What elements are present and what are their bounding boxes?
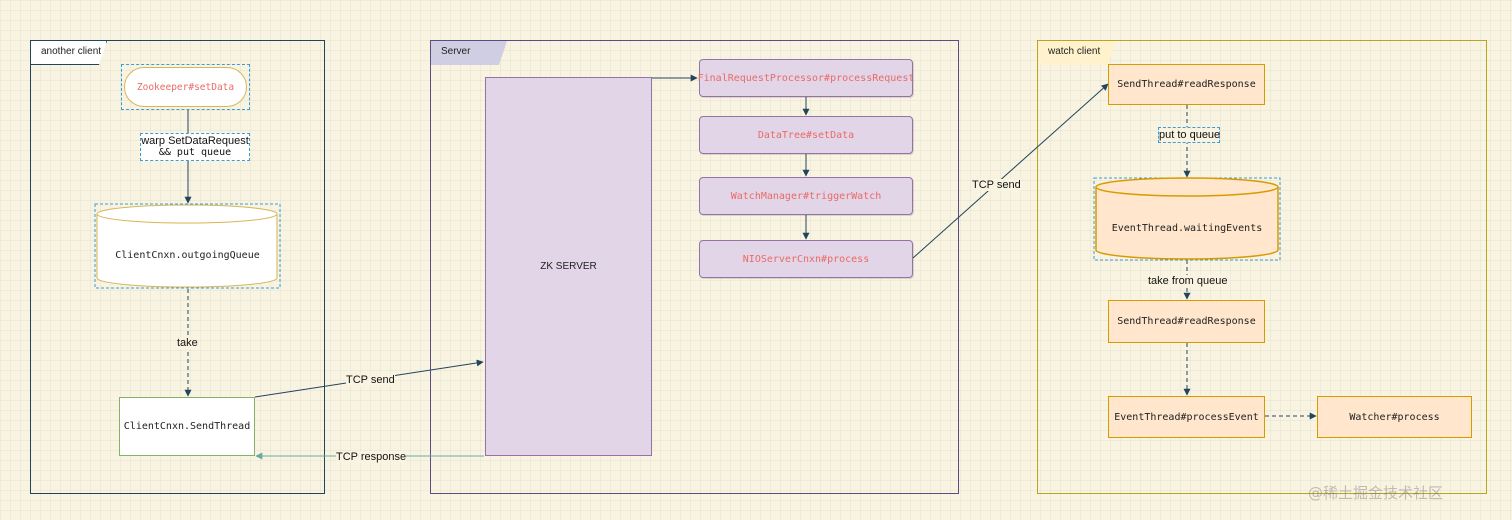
read-response-1-node: SendThread#readResponse	[1108, 64, 1265, 105]
warp-request-label: warp SetDataRequest && put queue	[140, 133, 250, 161]
waiting-events-cylinder	[1093, 177, 1281, 261]
tcp-send-left-label: TCP send	[346, 374, 395, 386]
arrow-tcp-send-right	[912, 83, 1109, 259]
tcp-send-right-label: TCP send	[972, 179, 1021, 191]
nio-server-node: NIOServerCnxn#process	[699, 240, 913, 278]
process-event-node: EventThread#processEvent	[1108, 396, 1265, 438]
server-container: Server	[430, 40, 959, 494]
another-client-container: another client	[30, 40, 325, 494]
take-label: take	[177, 337, 198, 349]
take-from-queue-label: take from queue	[1148, 275, 1228, 287]
watch-client-tag: watch client	[1038, 41, 1116, 65]
zk-setdata-shape: Zookeeper#setData	[124, 67, 247, 107]
put-to-queue-label: put to queue	[1158, 127, 1221, 143]
send-thread-node: ClientCnxn.SendThread	[119, 397, 255, 456]
watch-manager-node: WatchManager#triggerWatch	[699, 177, 913, 215]
tcp-response-label: TCP response	[336, 451, 407, 463]
watcher-process-node: Watcher#process	[1317, 396, 1472, 438]
watermark: @稀土掘金技术社区	[1308, 484, 1444, 502]
waiting-events-label: EventThread.waitingEvents	[1111, 222, 1263, 234]
warp-line1: warp SetDataRequest	[141, 135, 249, 147]
outgoing-queue-label: ClientCnxn.outgoingQueue	[115, 249, 260, 261]
outgoing-queue-cylinder	[94, 203, 281, 289]
zk-server-node: ZK SERVER	[485, 77, 652, 456]
read-response-2-node: SendThread#readResponse	[1108, 300, 1265, 343]
watch-client-container: watch client	[1037, 40, 1487, 494]
final-request-node: FinalRequestProcessor#processRequest	[698, 59, 914, 97]
zk-setdata-label: Zookeeper#setData	[136, 81, 235, 93]
datatree-node: DataTree#setData	[699, 116, 913, 154]
warp-line2: && put queue	[158, 147, 232, 158]
zk-server-label: ZK SERVER	[540, 261, 597, 272]
server-tag: Server	[431, 41, 507, 65]
zk-setdata-node: Zookeeper#setData	[121, 64, 250, 110]
